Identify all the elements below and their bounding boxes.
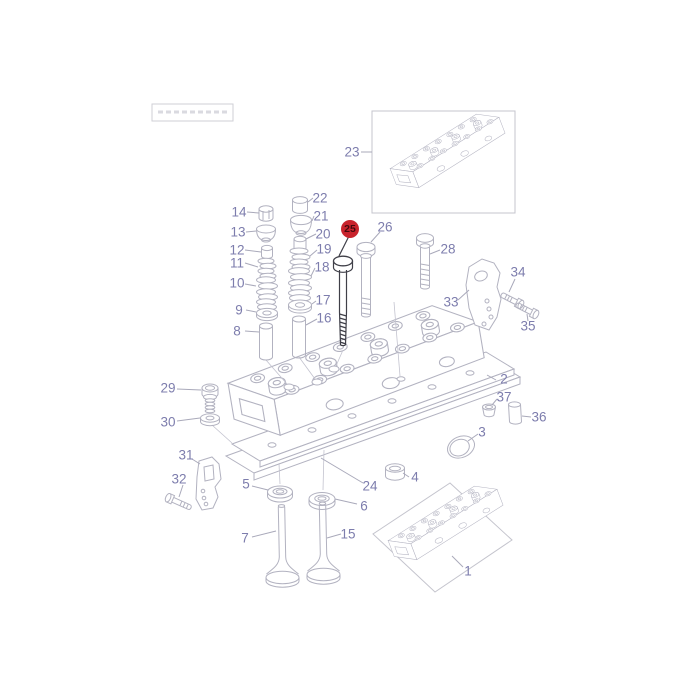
part-label-17[interactable]: 17 [315,292,331,308]
part-label-35[interactable]: 35 [520,318,536,334]
valve-train-left-column [256,205,278,361]
part-label-20[interactable]: 20 [315,226,331,242]
part-label-12[interactable]: 12 [229,242,245,258]
part-label-8[interactable]: 8 [233,323,241,339]
part-label-14[interactable]: 14 [231,204,247,220]
washer-6 [308,492,336,510]
part-label-34[interactable]: 34 [510,264,526,280]
part-label-36[interactable]: 36 [531,409,547,425]
part-label-2[interactable]: 2 [500,371,508,387]
part-label-29[interactable]: 29 [160,380,176,396]
part-label-3[interactable]: 3 [478,424,486,440]
bolt-26 [356,241,376,318]
cup-plug-4 [385,463,405,481]
bolt-32 [164,492,192,510]
part-label-13[interactable]: 13 [230,224,246,240]
head-assembly-23-box [371,107,516,214]
part-label-4[interactable]: 4 [411,469,419,485]
dowel-pin-36 [508,401,523,425]
part-label-23[interactable]: 23 [344,144,360,160]
faint-part-number-box [151,103,234,122]
part-label-37[interactable]: 37 [496,389,512,405]
part-label-32[interactable]: 32 [171,471,187,487]
part-label-16[interactable]: 16 [316,310,332,326]
part-label-25-highlighted[interactable]: 25 [341,220,359,238]
bolt-29 [201,383,219,414]
part-label-9[interactable]: 9 [235,302,243,318]
part-label-19[interactable]: 19 [316,241,332,257]
part-label-33[interactable]: 33 [443,294,459,310]
washer-30 [200,413,220,427]
part-label-11[interactable]: 11 [229,255,245,271]
part-label-7[interactable]: 7 [241,530,249,546]
part-label-21[interactable]: 21 [313,208,329,224]
part-label-5[interactable]: 5 [242,476,250,492]
bolt-25-highlighted [332,236,354,347]
bolt-28 [416,233,434,290]
part-label-6[interactable]: 6 [360,498,368,514]
bolt-35 [515,302,540,320]
valve-7 [265,504,300,588]
leader-lines [176,151,532,568]
part-label-18[interactable]: 18 [314,259,330,275]
bracket-31 [195,456,222,511]
bracket-33 [465,258,502,331]
part-label-28[interactable]: 28 [440,241,456,257]
part-label-31[interactable]: 31 [178,447,194,463]
valve-15 [306,501,341,585]
part-label-1[interactable]: 1 [464,563,472,579]
part-label-30[interactable]: 30 [160,414,176,430]
part-label-26[interactable]: 26 [377,219,393,235]
head-gasket-plates [224,351,522,481]
part-label-24[interactable]: 24 [362,478,378,494]
head-assembly-1-box [372,479,513,593]
part-label-15[interactable]: 15 [340,526,356,542]
part-label-10[interactable]: 10 [229,275,245,291]
cup-plug-37 [482,403,496,418]
assembly-axis-lines [211,301,406,491]
washer-5 [267,485,293,503]
part-label-22[interactable]: 22 [312,190,328,206]
valve-train-middle-column [288,196,312,359]
disc-plug-3 [447,435,475,459]
